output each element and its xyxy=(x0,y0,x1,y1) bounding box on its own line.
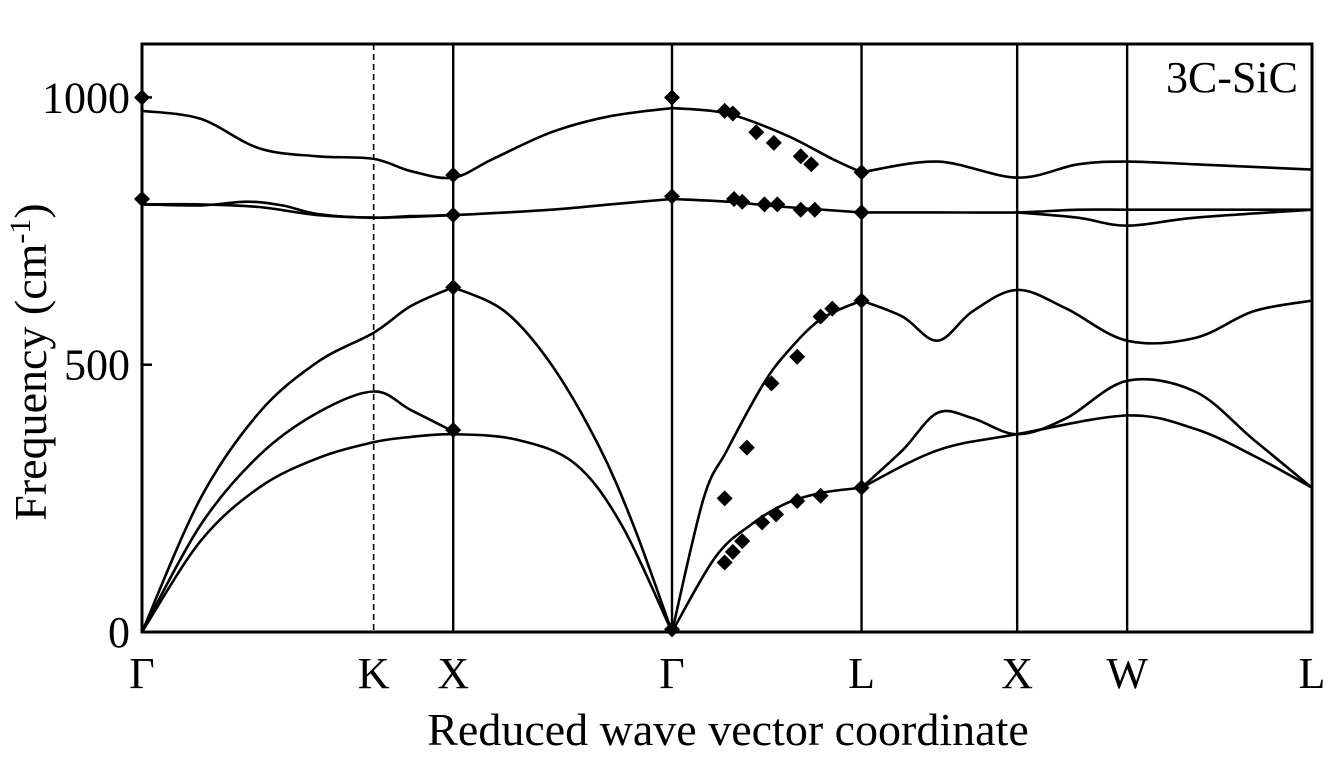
dispersion-branch-15 xyxy=(1017,208,1313,227)
diamond-marker xyxy=(792,148,809,165)
dispersion-branch-3 xyxy=(452,286,674,633)
x-tick-label: L xyxy=(848,649,875,698)
dispersion-branch-11 xyxy=(861,288,1313,345)
dispersion-branch-4 xyxy=(141,197,673,220)
x-tick-label: X xyxy=(1001,649,1033,698)
figure-label: 3C-SiC xyxy=(1166,53,1298,102)
y-axis-ticks: 0 500 1000 xyxy=(42,73,152,657)
x-axis-title: Reduced wave vector coordinate xyxy=(427,704,1029,755)
diamond-marker xyxy=(445,207,462,224)
diamond-marker xyxy=(738,439,755,456)
diamond-marker xyxy=(724,543,741,560)
x-tick-label: Γ xyxy=(129,649,154,698)
diamond-marker xyxy=(812,308,829,325)
diamond-marker xyxy=(763,375,780,392)
diamond-marker xyxy=(853,292,870,309)
diamond-marker xyxy=(734,193,751,210)
dispersion-branch-13 xyxy=(860,414,1313,489)
dispersion-branch-1 xyxy=(140,286,454,633)
diamond-marker xyxy=(765,134,782,151)
diamond-marker xyxy=(824,300,841,317)
dispersion-branch-10 xyxy=(671,106,863,174)
diamond-marker xyxy=(664,89,681,106)
diamond-marker xyxy=(754,514,771,531)
diamond-marker xyxy=(724,105,741,122)
diamond-marker xyxy=(853,479,870,496)
plot-frame xyxy=(140,42,1314,634)
x-tick-label: Γ xyxy=(659,649,684,698)
x-tick-label: X xyxy=(437,649,469,698)
y-tick-label: 1000 xyxy=(42,73,130,122)
x-tick-label: L xyxy=(1299,649,1326,698)
diamond-marker xyxy=(803,156,820,173)
y-tick-label: 500 xyxy=(64,341,130,390)
symmetry-divider-lines xyxy=(372,44,1129,632)
dispersion-branch-5 xyxy=(141,200,454,220)
dispersion-branch-2 xyxy=(140,432,674,633)
diamond-marker xyxy=(445,166,462,183)
diamond-marker xyxy=(853,164,870,181)
diamond-marker xyxy=(748,124,765,141)
diamond-marker xyxy=(716,490,733,507)
y-axis-title: Frequency (cm-1) xyxy=(4,203,57,521)
dispersion-branch-6 xyxy=(141,106,673,180)
x-tick-label: K xyxy=(358,649,390,698)
diamond-marker xyxy=(664,188,681,205)
experimental-markers xyxy=(134,89,870,638)
diamond-marker xyxy=(716,554,733,571)
dispersion-branch-16 xyxy=(861,160,1313,179)
diamond-marker xyxy=(792,201,809,218)
diamond-marker xyxy=(445,421,462,438)
y-axis-title-close: ) xyxy=(5,203,56,218)
diamond-marker xyxy=(853,204,870,221)
dispersion-branch-14 xyxy=(861,208,1312,214)
y-axis-title-unit-exponent: -1 xyxy=(4,219,37,244)
diamond-marker xyxy=(734,533,751,550)
y-axis-title-main: Frequency (cm xyxy=(5,243,56,520)
dispersion-branch-12 xyxy=(860,377,1313,489)
diamond-marker xyxy=(789,493,806,510)
diamond-marker xyxy=(756,196,773,213)
diamond-marker xyxy=(445,279,462,296)
diamond-marker xyxy=(769,196,786,213)
x-tick-label: W xyxy=(1106,649,1148,698)
diamond-marker xyxy=(789,348,806,365)
dispersion-branch-0 xyxy=(140,390,454,633)
y-tick-label: 0 xyxy=(108,608,130,657)
diamond-marker xyxy=(768,506,785,523)
diamond-marker xyxy=(812,487,829,504)
diamond-marker xyxy=(806,201,823,218)
